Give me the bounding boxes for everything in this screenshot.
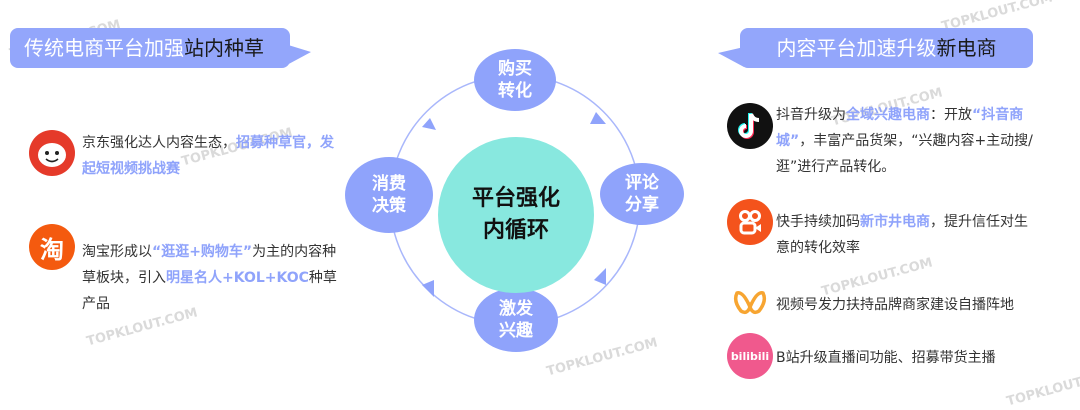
node-line: 决策	[372, 196, 406, 216]
douyin-description: 抖音升级为全域兴趣电商：开放“抖音商城”，丰富产品货架，“兴趣内容+主动搜/逛”…	[776, 102, 1036, 180]
text-segment: 视频号发力扶持品牌商家建设自播阵地	[776, 297, 1014, 313]
text-segment: 为主的内容种草板块，引入	[82, 244, 337, 286]
bubble-tail	[718, 47, 744, 67]
text-segment: 抖音升级为	[776, 107, 846, 123]
node-line: 消费	[372, 174, 406, 194]
highlight-segment: “抖音商城”	[776, 107, 1024, 149]
channels-description: 视频号发力扶持品牌商家建设自播阵地	[776, 292, 1056, 318]
text-segment: ，提升信任对生意的转化效率	[776, 214, 1028, 256]
kuaishou-logo-icon	[727, 199, 773, 245]
node-line: 转化	[498, 81, 532, 101]
text-segment: B站升级直播间功能、招募带货主播	[776, 350, 996, 366]
wechat-channels-logo-icon	[727, 280, 773, 326]
cycle-node-purchase: 购买转化	[474, 49, 556, 111]
highlight-segment: 新市井电商	[860, 214, 930, 230]
highlight-segment: 全域兴趣电商	[846, 107, 930, 123]
node-line: 购买	[498, 59, 532, 79]
text-segment: ：开放	[930, 107, 972, 123]
center-line: 平台强化	[471, 186, 560, 211]
taobao-logo-icon: 淘	[29, 224, 75, 270]
cycle-node-review: 评论分享	[600, 163, 684, 225]
jd-logo-icon	[29, 130, 75, 176]
text-segment: ，丰富产品货架，“兴趣内容+主动搜/逛”进行产品转化。	[776, 133, 1033, 175]
highlight-segment: 招募种草官，发起短视频挑战赛	[82, 135, 334, 177]
jd-description: 京东强化达人内容生态，招募种草官，发起短视频挑战赛	[82, 130, 342, 182]
cycle-center: 平台强化内循环	[438, 137, 594, 293]
arrow-icon	[590, 112, 606, 124]
node-line: 分享	[625, 195, 659, 215]
node-line: 兴趣	[499, 321, 533, 341]
arrow-icon	[594, 268, 606, 285]
taobao-description: 淘宝形成以“逛逛+购物车”为主的内容种草板块，引入明星名人+KOL+KOC种草产…	[82, 239, 342, 317]
arrow-icon	[422, 280, 434, 297]
bubble-tail	[285, 44, 311, 66]
text-segment: 京东强化达人内容生态，	[82, 135, 236, 151]
text-segment: 种草产品	[82, 270, 337, 312]
center-line: 内循环	[482, 218, 549, 243]
left-section-title: 传统电商平台加强站内种草	[10, 28, 290, 68]
text-segment: 快手持续加码	[776, 214, 860, 230]
douyin-logo-icon	[727, 103, 773, 149]
kuaishou-description: 快手持续加码新市井电商，提升信任对生意的转化效率	[776, 209, 1036, 261]
node-line: 评论	[625, 173, 659, 193]
bilibili-description: B站升级直播间功能、招募带货主播	[776, 345, 1056, 371]
arrow-icon	[422, 118, 436, 130]
highlight-segment: 明星名人+KOL+KOC	[166, 270, 309, 286]
title-dark: 站内种草	[184, 36, 264, 60]
right-section-title: 内容平台加速升级新电商	[740, 28, 1033, 68]
node-line: 激发	[499, 299, 533, 319]
title-light: 传统电商平台加强	[24, 36, 184, 60]
bilibili-logo-icon: bilibili	[727, 333, 773, 379]
highlight-segment: “逛逛+购物车”	[152, 244, 253, 260]
cycle-node-decision: 消费决策	[345, 157, 433, 233]
cycle-node-interest: 激发兴趣	[474, 288, 558, 352]
title-light: 内容平台加速升级	[776, 36, 937, 60]
title-dark: 新电商	[936, 36, 997, 60]
text-segment: 淘宝形成以	[82, 244, 152, 260]
